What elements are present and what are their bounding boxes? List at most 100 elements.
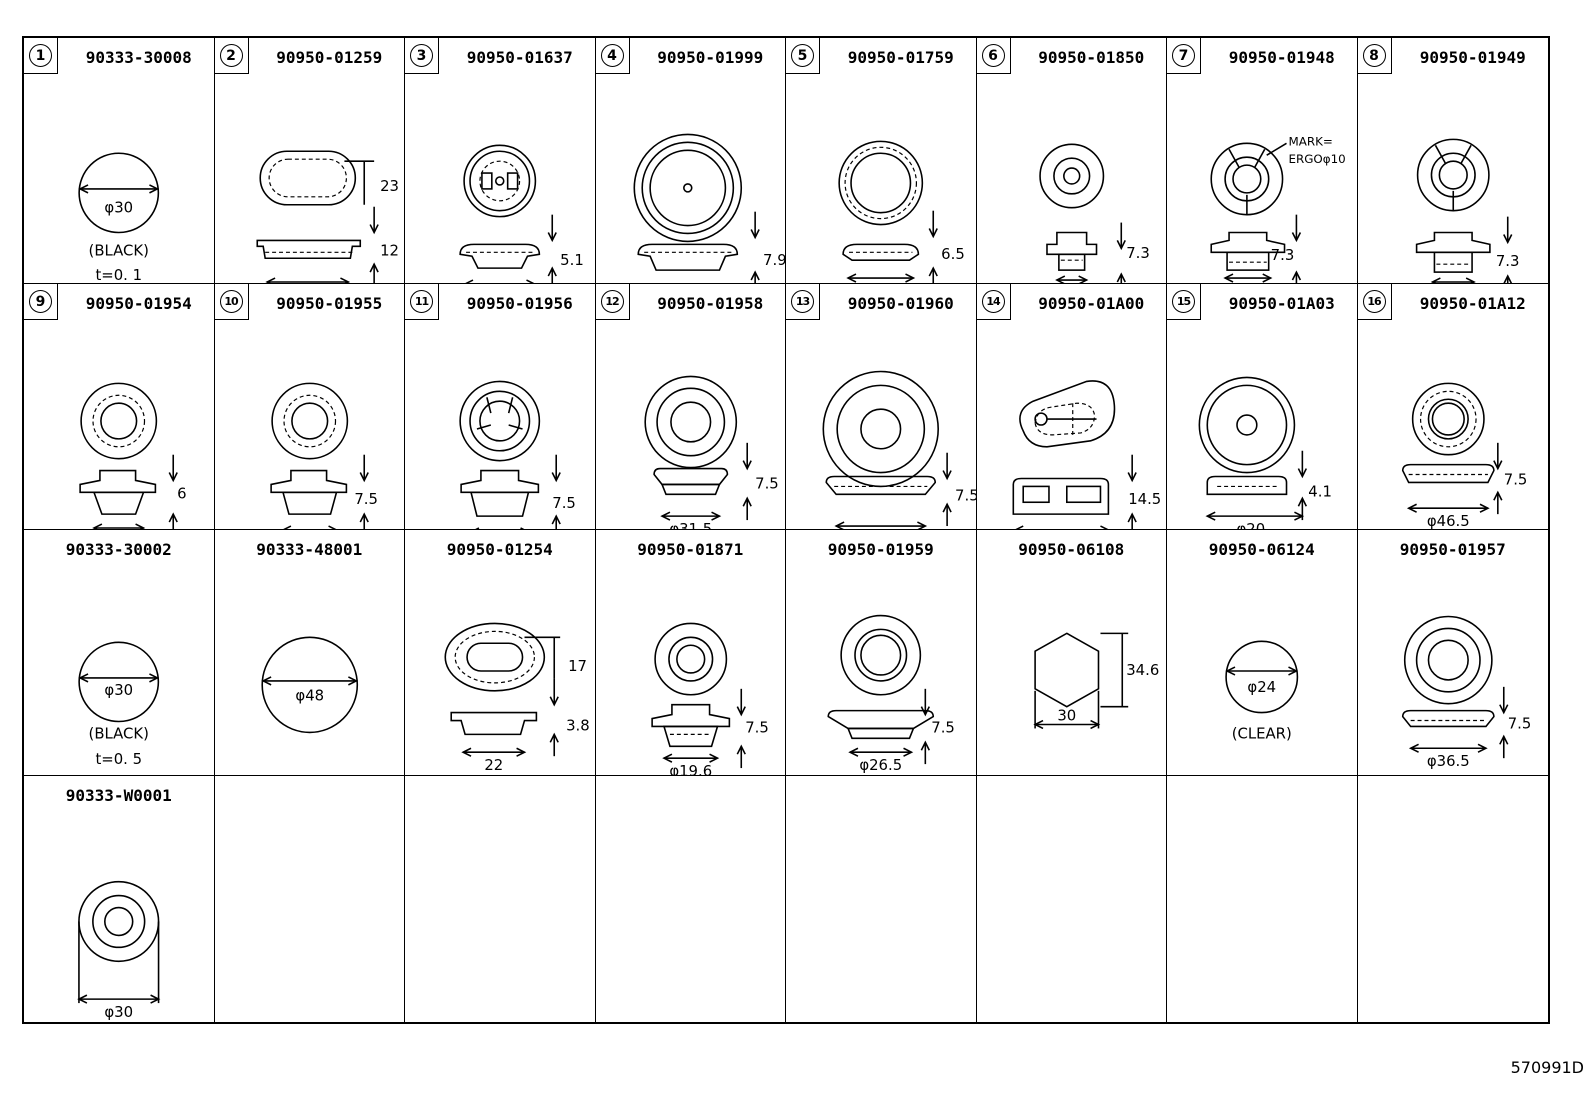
dimension-label: 5.1	[560, 251, 584, 269]
item-number-box: 8	[1357, 38, 1392, 74]
part-cell: 4 90950-01999 7.9φ28.5	[595, 38, 786, 284]
dimension-label: φ24.5	[859, 282, 902, 283]
figure-code: 570991D	[1510, 1058, 1584, 1077]
item-number: 3	[410, 44, 433, 67]
item-number: 1	[29, 44, 52, 67]
item-number-box: 1	[24, 38, 58, 74]
part-number: 90950-01A03	[1228, 294, 1335, 313]
note-label: (BLACK)	[89, 241, 149, 259]
part-number: 90950-01960	[847, 294, 954, 313]
part-number: 90950-01956	[466, 294, 573, 313]
item-number: 2	[219, 44, 243, 67]
empty-cell	[596, 776, 786, 1022]
dimension-label: φ48	[295, 687, 324, 705]
item-number-box: 14	[976, 284, 1011, 320]
dimension-label: 14.5	[1128, 490, 1161, 508]
part-drawing: 6φ13.5	[79, 382, 187, 529]
part-number: 90950-01A00	[1038, 294, 1145, 313]
empty-cell	[405, 776, 596, 1022]
dimension-label: 7.5	[354, 490, 378, 508]
empty-cell	[215, 776, 405, 1022]
note-label: t=0. 5	[95, 750, 142, 768]
item-number: 15	[1172, 290, 1195, 313]
item-number: 16	[1362, 290, 1386, 313]
item-number-box: 15	[1167, 284, 1201, 320]
part-drawing: φ48	[260, 636, 358, 734]
dimension-label: 6	[177, 484, 186, 502]
item-number: 10	[219, 290, 243, 313]
part-number: 90950-01959	[827, 540, 934, 559]
part-drawing: 6.5φ24.5	[838, 140, 965, 283]
dimension-label: 7.5	[552, 494, 576, 512]
item-number-box: 11	[405, 284, 439, 320]
dimension-label: φ31.5	[669, 520, 712, 529]
empty-cell	[786, 776, 977, 1022]
part-number: 90950-01259	[276, 48, 383, 67]
part-number: 90333-W0001	[65, 786, 172, 805]
part-drawing: 7.5φ18.6	[459, 380, 576, 529]
part-drawing: 7.9φ28.5	[632, 133, 785, 283]
dimension-label: 34.6	[1126, 661, 1159, 679]
part-cell: 2 90950-01259 23 1237	[214, 38, 405, 284]
note-label: (CLEAR)	[1232, 724, 1292, 742]
dimension-label: φ30	[104, 1003, 133, 1021]
item-number: 5	[791, 44, 814, 67]
note-label: MARK=	[1288, 134, 1332, 148]
part-drawing: 7.3φ10.4	[1415, 138, 1519, 283]
part-number: 90950-06124	[1208, 540, 1315, 559]
item-number-box: 7	[1167, 38, 1201, 74]
dimension-label: φ19.6	[669, 762, 712, 775]
item-number: 11	[410, 290, 433, 313]
dimension-label: 7.3	[1126, 244, 1150, 262]
part-number: 90950-06108	[1018, 540, 1125, 559]
dimension-label: φ46.5	[1426, 512, 1469, 529]
item-number-box: 4	[595, 38, 630, 74]
part-number: 90950-01637	[466, 48, 573, 67]
item-number: 7	[1172, 44, 1195, 67]
part-drawing: φ30(BLACK)t=0. 5	[78, 641, 160, 768]
part-drawing: 5.1φ15.1	[459, 144, 584, 283]
dimension-label: 7.9	[763, 251, 785, 269]
part-number: 90950-01999	[657, 48, 764, 67]
part-drawing: 7.5 φ31.5	[643, 375, 779, 529]
part-number: 90950-01954	[85, 294, 192, 313]
dimension-label: 7.5	[755, 474, 779, 492]
part-cell: 90950-06108 34.6 30	[976, 530, 1167, 776]
dimension-label: φ20	[1237, 520, 1266, 529]
part-cell: 90950-06124 φ24(CLEAR)	[1167, 530, 1358, 776]
dimension-label: 7.5	[955, 486, 975, 504]
dimension-label: 7.5	[1507, 714, 1531, 732]
part-drawing: 23 1237	[255, 150, 398, 283]
item-number-box: 2	[214, 38, 249, 74]
part-number: 90950-01955	[276, 294, 383, 313]
part-cell: 11 90950-01956 7.5φ18.6	[405, 284, 596, 530]
item-number: 12	[600, 290, 624, 313]
item-number-box: 6	[976, 38, 1011, 74]
part-cell: 5 90950-01759 6.5φ24.5	[786, 38, 977, 284]
part-number: 90950-01759	[847, 48, 954, 67]
dimension-label: 7.5	[1503, 470, 1527, 488]
part-drawing: 7.5 φ46.5	[1401, 382, 1527, 529]
part-drawing: 14.566.4	[1012, 380, 1161, 529]
part-drawing: φ30	[77, 880, 161, 1021]
dimension-label: 30	[1057, 707, 1076, 725]
note-label: t=0. 1	[95, 266, 142, 283]
part-drawing: 34.6 30	[1032, 632, 1159, 730]
note-label: ERGOφ10	[1288, 152, 1345, 166]
dimension-label: φ10.4	[1225, 282, 1268, 283]
part-drawing: φ24(CLEAR)	[1225, 640, 1299, 742]
